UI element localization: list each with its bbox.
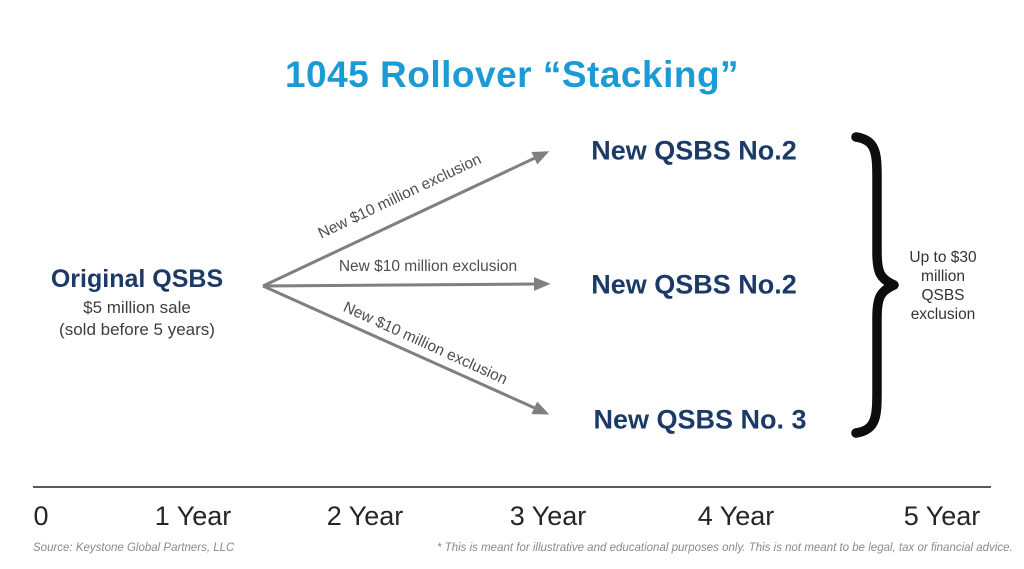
target-new-qsbs-3: New QSBS No. 3 <box>593 404 807 435</box>
exclusion-summary: Up to $30 million QSBS exclusion <box>909 249 977 323</box>
timeline-tick-0: 0 <box>33 501 49 531</box>
target-new-qsbs-2-mid: New QSBS No.2 <box>591 269 797 300</box>
origin-qsbs-block: Original QSBS $5 million sale (sold befo… <box>22 264 252 341</box>
timeline-tick-3-year: 3 Year <box>509 501 587 531</box>
timeline-tick-4-year: 4 Year <box>697 501 775 531</box>
curly-brace-icon <box>851 132 899 438</box>
origin-qsbs-detail: $5 million sale (sold before 5 years) <box>22 297 252 341</box>
arrow-to-qsbs2-mid <box>262 277 551 291</box>
origin-qsbs-label: Original QSBS <box>50 265 224 293</box>
arrow-label-middle: New $10 million exclusion <box>338 258 518 275</box>
timeline-axis <box>33 486 991 488</box>
disclaimer-text: * This is meant for illustrative and edu… <box>437 542 1013 554</box>
arrow-label-top: New $10 million exclusion <box>315 150 485 243</box>
page-title: 1045 Rollover “Stacking” <box>284 54 740 95</box>
target-new-qsbs-2-top: New QSBS No.2 <box>591 135 797 166</box>
origin-sale-timing: (sold before 5 years) <box>59 320 215 340</box>
timeline-tick-5-year: 5 Year <box>903 501 981 531</box>
timeline-tick-2-year: 2 Year <box>326 501 404 531</box>
arrow-to-qsbs3-bottom <box>262 284 550 415</box>
arrow-label-bottom: New $10 million exclusion <box>340 298 510 389</box>
origin-sale-amount: $5 million sale <box>83 298 191 317</box>
timeline-tick-1-year: 1 Year <box>154 501 232 531</box>
source-attribution: Source: Keystone Global Partners, LLC <box>33 542 235 554</box>
